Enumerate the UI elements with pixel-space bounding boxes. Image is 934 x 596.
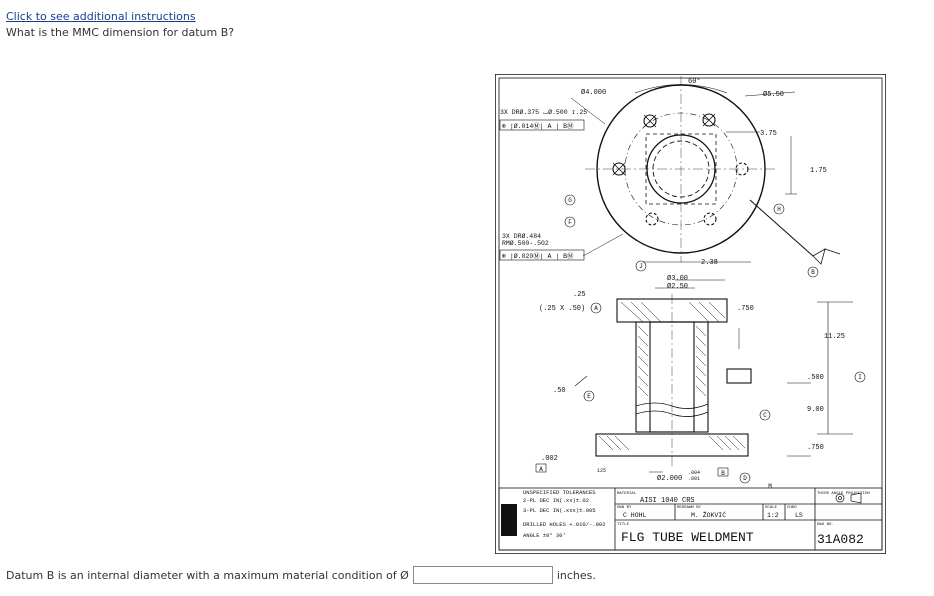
svg-text:125: 125 bbox=[597, 468, 606, 474]
svg-text:.750: .750 bbox=[807, 444, 824, 452]
mmc-answer-input[interactable] bbox=[412, 566, 553, 584]
question-text: What is the MMC dimension for datum B? bbox=[6, 26, 235, 39]
svg-text:.500: .500 bbox=[807, 374, 824, 382]
svg-text:DWN BY: DWN BY bbox=[617, 506, 632, 510]
svg-text:3.75: 3.75 bbox=[760, 130, 777, 138]
svg-text:31A082: 31A082 bbox=[817, 532, 864, 547]
svg-text:(.25 X .50): (.25 X .50) bbox=[539, 305, 585, 313]
svg-text:G: G bbox=[568, 197, 572, 204]
svg-text:M: M bbox=[768, 483, 772, 490]
svg-text:REDRAWN BY: REDRAWN BY bbox=[677, 506, 702, 510]
answer-row: Datum B is an internal diameter with a m… bbox=[6, 566, 596, 584]
svg-text:2.38: 2.38 bbox=[701, 259, 718, 267]
title-block bbox=[498, 487, 883, 551]
svg-text:1:2: 1:2 bbox=[767, 512, 779, 519]
svg-text:3X DRØ.484: 3X DRØ.484 bbox=[502, 232, 541, 240]
svg-text:3X DRØ.375 ⌴Ø.500 ↧.25: 3X DRØ.375 ⌴Ø.500 ↧.25 bbox=[500, 108, 587, 116]
svg-text:AISI 1040 CRS: AISI 1040 CRS bbox=[640, 497, 695, 505]
svg-text:.750: .750 bbox=[737, 305, 754, 313]
svg-text:Ø5.50: Ø5.50 bbox=[763, 90, 784, 99]
svg-text:C: C bbox=[763, 412, 767, 419]
svg-text:B: B bbox=[721, 470, 725, 477]
answer-suffix: inches. bbox=[556, 568, 596, 582]
svg-text:DWG NO.: DWG NO. bbox=[817, 523, 834, 527]
svg-text:.001: .001 bbox=[688, 476, 700, 482]
svg-text:C HOHL: C HOHL bbox=[623, 512, 647, 519]
svg-text:D: D bbox=[743, 475, 747, 482]
svg-text:1.75: 1.75 bbox=[810, 167, 827, 175]
svg-text:FLG TUBE WELDMENT: FLG TUBE WELDMENT bbox=[621, 530, 754, 545]
additional-instructions-link[interactable]: Click to see additional instructions bbox=[6, 10, 196, 23]
svg-text:J: J bbox=[639, 263, 643, 270]
svg-text:.25: .25 bbox=[573, 291, 586, 299]
svg-text:2-PL DEC IN(.xx)±.02: 2-PL DEC IN(.xx)±.02 bbox=[523, 497, 589, 504]
svg-text:.004: .004 bbox=[688, 470, 700, 476]
svg-text:A: A bbox=[594, 305, 598, 312]
svg-text:RMØ.500-.502: RMØ.500-.502 bbox=[502, 239, 549, 247]
svg-text:.002: .002 bbox=[541, 455, 558, 463]
svg-text:Ø2.50: Ø2.50 bbox=[667, 282, 688, 291]
svg-text:UNSPECIFIED TOLERANCES: UNSPECIFIED TOLERANCES bbox=[523, 489, 596, 496]
svg-text:Ø4.000: Ø4.000 bbox=[581, 88, 606, 97]
logo-icon: P bbox=[501, 504, 517, 536]
svg-text:⊕ |Ø.020Ⓜ| A | BⓂ: ⊕ |Ø.020Ⓜ| A | BⓂ bbox=[502, 252, 574, 260]
svg-text:3-PL DEC IN(.xxx)±.005: 3-PL DEC IN(.xxx)±.005 bbox=[523, 507, 596, 514]
svg-text:LS: LS bbox=[795, 512, 803, 519]
svg-text:MATERIAL: MATERIAL bbox=[617, 492, 637, 496]
svg-text:9.00: 9.00 bbox=[807, 406, 824, 414]
svg-text:P: P bbox=[504, 514, 512, 530]
svg-text:⊕ |Ø.014Ⓜ| A | BⓂ: ⊕ |Ø.014Ⓜ| A | BⓂ bbox=[502, 122, 574, 130]
top-view bbox=[570, 76, 841, 265]
svg-text:M. ŽOKVIĆ: M. ŽOKVIĆ bbox=[691, 510, 726, 519]
svg-text:F: F bbox=[568, 219, 572, 226]
answer-prefix: Datum B is an internal diameter with a m… bbox=[6, 568, 409, 582]
svg-text:DRILLED HOLES +.010/-.002: DRILLED HOLES +.010/-.002 bbox=[523, 521, 606, 528]
svg-text:ANGLE ±0° 30': ANGLE ±0° 30' bbox=[523, 532, 566, 539]
svg-text:E: E bbox=[587, 393, 591, 400]
svg-text:SCALE: SCALE bbox=[765, 506, 778, 510]
section-view bbox=[574, 279, 853, 473]
svg-text:.50: .50 bbox=[553, 387, 566, 395]
svg-text:Ø3.00: Ø3.00 bbox=[667, 274, 688, 283]
svg-text:TITLE: TITLE bbox=[617, 523, 630, 527]
svg-text:Ø2.000: Ø2.000 bbox=[657, 474, 682, 483]
svg-text:B: B bbox=[811, 269, 815, 276]
svg-text:I: I bbox=[858, 374, 862, 381]
svg-text:CHKD: CHKD bbox=[787, 506, 797, 510]
svg-text:A: A bbox=[539, 466, 543, 473]
svg-text:60°: 60° bbox=[688, 77, 701, 86]
svg-text:THIRD ANGLE PROJECTION: THIRD ANGLE PROJECTION bbox=[817, 492, 870, 496]
engineering-drawing: Ø4.000 60° Ø5.50 3.75 1.75 2.38 Ø3.00 Ø2… bbox=[495, 74, 886, 554]
svg-text:11.25: 11.25 bbox=[824, 333, 845, 341]
svg-text:H: H bbox=[777, 206, 781, 213]
